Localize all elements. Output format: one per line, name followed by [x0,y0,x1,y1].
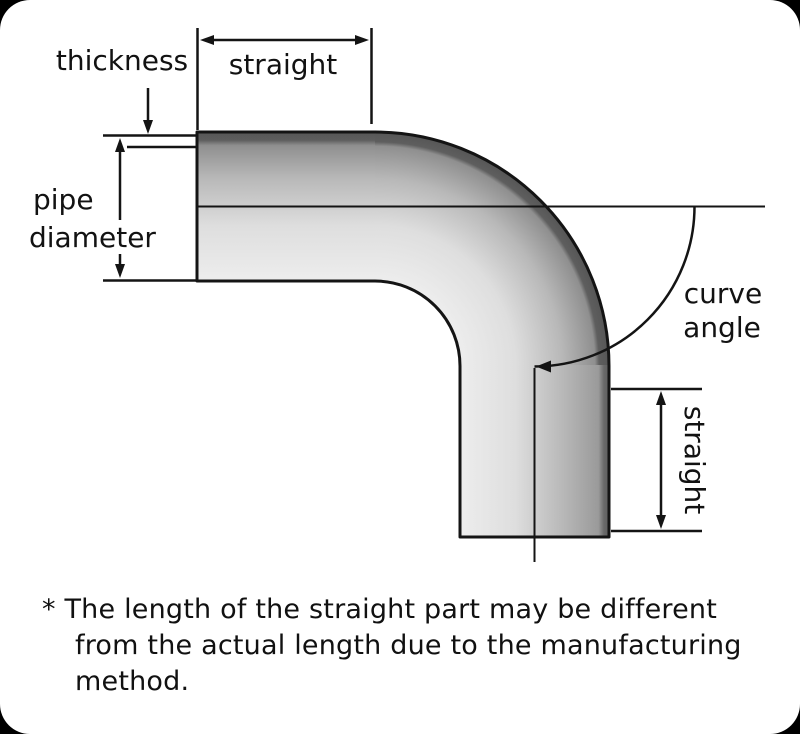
dim-straight-right-arrowhead-down-icon [656,515,666,529]
label-straight-top: straight [229,48,338,81]
label-pipe-diameter-line1: pipe [33,183,94,216]
dim-straight-right-arrowhead-up-icon [656,391,666,405]
footnote: * The length of the straight part may be… [42,592,782,700]
curve-angle-arrowhead-icon [536,360,551,373]
label-straight-right: straight [678,406,711,515]
dim-straight-top-arrowhead-right-icon [355,35,369,45]
footnote-line: method. [75,666,190,697]
dim-diameter-arrowhead-up-icon [115,138,125,152]
label-curve-angle-line1: curve [684,277,762,310]
curve-angle-arc [534,206,696,368]
footnote-line: * The length of the straight part may be… [42,594,718,625]
dim-diameter-arrowhead-down-icon [115,264,125,278]
label-pipe-diameter-line2: diameter [29,221,156,254]
label-backplate [24,220,160,254]
dim-thickness-arrowhead-icon [143,120,153,134]
label-thickness: thickness [56,44,188,77]
label-curve-angle-line2: angle [683,311,761,344]
pipe-outline [195,130,611,539]
footnote-line: from the actual length due to the manufa… [75,630,742,661]
dim-straight-top-arrowhead-left-icon [200,35,214,45]
pipe-bend-segment [375,132,609,366]
